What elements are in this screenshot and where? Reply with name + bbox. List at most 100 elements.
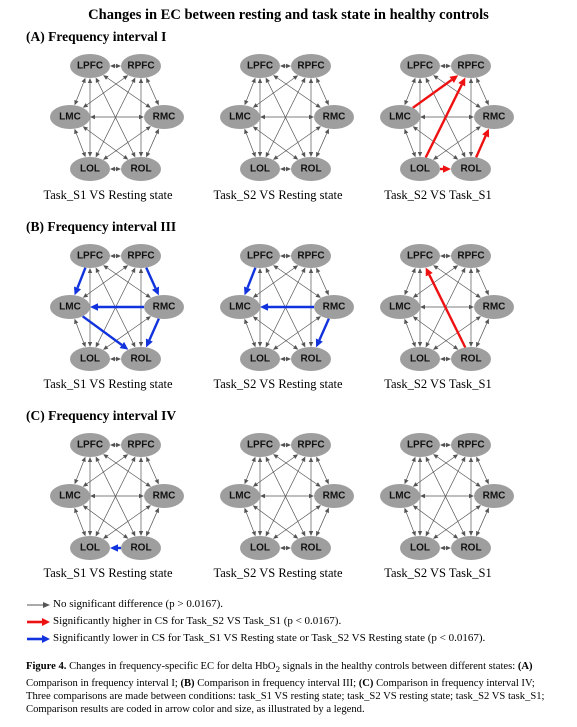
legend-arrow-none [27,601,50,608]
arrowhead-RMC-ROL [476,530,481,537]
node-shape [380,484,420,508]
node-shape [220,105,260,129]
edge-RPFC-RMC [477,460,488,481]
node-shape [121,157,161,181]
arrowhead-RMC-RPFC [476,267,481,273]
arrowhead-LPFC-RPFC [446,442,451,448]
node-lpfc: LPFC [70,244,110,268]
node-label: LOL [410,354,430,365]
arrowhead-RPFC-RMC [324,290,329,296]
arrowhead-LPFC-RMC [145,482,151,487]
sig-arrowhead-LMC-RPFC [449,75,459,83]
arrowhead-LOL-ROL [116,166,121,172]
node-rpfc: RPFC [121,433,161,457]
arrowhead-LOL-RMC [475,126,481,131]
arrowhead-ROL-RPFC [308,457,314,462]
arrowhead-ROL-LOL [280,545,285,551]
arrowhead-RPFC-LMC [412,293,419,298]
node-lpfc: LPFC [400,54,440,78]
legend-text-none: No significant difference (p > 0.0167). [53,598,224,610]
arrowhead-RPFC-ROL [468,342,474,347]
node-shape [400,433,440,457]
edge-LMC-ROL [416,318,455,348]
arrowhead-RMC-LMC [260,114,265,120]
node-shape [121,433,161,457]
arrowhead-RMC-LOL [273,345,279,350]
arrowhead-ROL-LPFC [265,77,270,83]
sig-arrowhead-RPFC-RMC [152,286,159,296]
arrowhead-LOL-RPFC [301,77,306,83]
node-label: LOL [80,164,100,175]
node-lpfc: LPFC [400,433,440,457]
arrowhead-ROL-LPFC [425,456,430,462]
arrowhead-RPFC-LOL [95,531,100,537]
arrowhead-LOL-LPFC [87,457,93,462]
arrowhead-RMC-LOL [273,155,279,160]
edge-LPFC-RMC [107,456,147,485]
edge-LMC-LOL [75,133,85,153]
arrowhead-RMC-LMC [260,493,265,499]
edge-RMC-LOL [276,507,318,537]
edge-RMC-LOL [276,318,318,348]
node-shape [474,295,514,319]
sig-edge-RMC-ROL [148,318,160,341]
node-label: LMC [229,112,251,123]
edge-LPFC-LMC [246,82,254,101]
arrowhead-RPFC-LMC [252,103,259,108]
arrowhead-LOL-LPFC [257,268,263,273]
sig-arrowhead-ROL-LOL [110,544,118,552]
edge-LMC-LOL [405,512,415,532]
arrowhead-RMC-LPFC [273,454,279,459]
arrowhead-LOL-RPFC [301,456,306,462]
arrowhead-LOL-RPFC [461,456,466,462]
node-rmc: RMC [474,105,514,129]
arrowhead-RMC-RPFC [476,456,481,462]
section-label-c: (C) Frequency interval IV [26,408,177,423]
node-label: LMC [389,112,411,123]
sig-arrowhead-LOL-RPFC [458,77,466,87]
node-shape [220,295,260,319]
node-shape [144,484,184,508]
edge-RMC-LOL [106,507,148,537]
arrowhead-LOL-LPFC [87,268,93,273]
node-shape [451,157,491,181]
node-shape [400,244,440,268]
arrowhead-ROL-RPFC [138,78,144,83]
node-label: LPFC [407,440,433,451]
node-shape [70,54,110,78]
edge-RMC-LOL [106,128,148,158]
arrowhead-LOL-LMC [404,128,409,135]
arrowhead-ROL-LMC [412,126,418,131]
node-label: ROL [300,164,321,175]
arrowhead-LMC-RMC [309,114,314,120]
edge-LMC-LOL [75,512,85,532]
legend-row-none: No significant difference (p > 0.0167). [25,596,485,613]
edge-RMC-ROL [317,133,328,153]
node-rol: ROL [451,157,491,181]
sig-edge-ROL-RMC [475,135,487,158]
edge-RPFC-RMC [147,81,158,102]
node-rpfc: RPFC [451,244,491,268]
arrowhead-LOL-LMC [244,507,249,514]
arrowhead-LMC-ROL [453,155,459,160]
node-label: RPFC [297,440,324,451]
sig-arrowhead-RMC-ROL [145,338,153,348]
sig-arrowhead-ROL-LPFC [425,267,433,277]
arrowhead-RMC-LPFC [103,265,109,270]
node-shape [291,347,331,371]
arrowhead-LMC-RMC [139,493,144,499]
edge-LPFC-RMC [107,267,147,296]
arrowhead-RMC-LMC [90,114,95,120]
node-lpfc: LPFC [400,244,440,268]
arrowhead-LMC-RPFC [452,265,459,270]
arrowhead-ROL-LMC [412,316,418,321]
node-shape [240,157,280,181]
edge-RMC-ROL [147,512,158,532]
section-label-a: (A) Frequency interval I [26,29,167,44]
arrowhead-LPFC-LMC [244,99,249,106]
arrowhead-LPFC-RPFC [116,63,121,69]
arrowhead-RPFC-LOL [425,342,430,348]
